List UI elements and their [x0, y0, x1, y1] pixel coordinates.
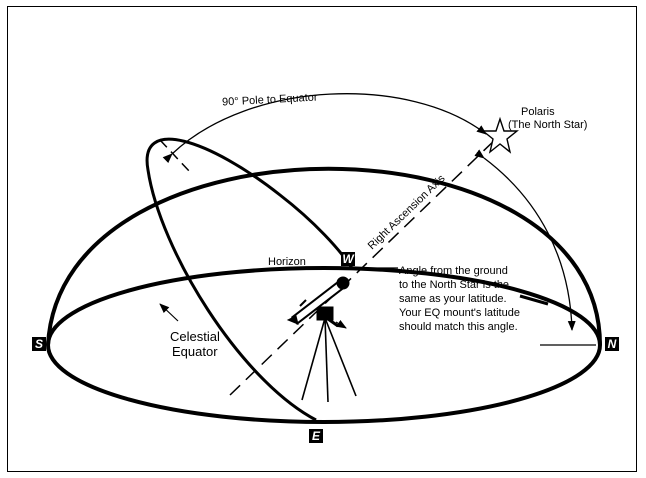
- polaris-label-line1: Polaris: [521, 106, 555, 118]
- celestial-equator-label-line2: Equator: [172, 344, 218, 359]
- north-badge: [605, 337, 619, 351]
- west-label: W: [342, 252, 355, 266]
- right-ascension-axis-label: Right Ascension Axis: [366, 172, 448, 252]
- celestial-equator-circle: [145, 137, 354, 422]
- equator-pointer-line: [159, 303, 179, 322]
- angle-note-line2: to the North Star is the: [399, 279, 509, 291]
- pole-to-equator-label: 90° Pole to Equator: [222, 91, 318, 108]
- polaris-star-icon: [481, 116, 519, 154]
- east-badge: [309, 429, 323, 443]
- west-badge: [341, 252, 355, 266]
- pole-to-equator-arc: [162, 93, 487, 164]
- angle-note-line5: should match this angle.: [399, 321, 518, 333]
- angle-note-line4: Your EQ mount's latitude: [399, 307, 520, 319]
- latitude-pointer-line: [519, 294, 549, 306]
- equator-pole-dashed-line: [159, 139, 191, 173]
- north-label: N: [608, 337, 617, 351]
- angle-note-line1: Angle from the ground: [399, 265, 508, 277]
- south-label: S: [35, 337, 43, 351]
- telescope-icon: [286, 276, 357, 403]
- horizon-ellipse: [46, 266, 602, 424]
- angle-note-line3: same as your latitude.: [399, 293, 507, 305]
- latitude-angle-arc: [474, 149, 576, 331]
- south-badge: [32, 337, 46, 351]
- celestial-equator-label-line1: Celestial: [170, 329, 220, 344]
- right-ascension-axis-line: [229, 134, 501, 396]
- polaris-label-line2: (The North Star): [508, 119, 587, 131]
- horizon-label: Horizon: [268, 256, 306, 268]
- east-label: E: [312, 429, 321, 443]
